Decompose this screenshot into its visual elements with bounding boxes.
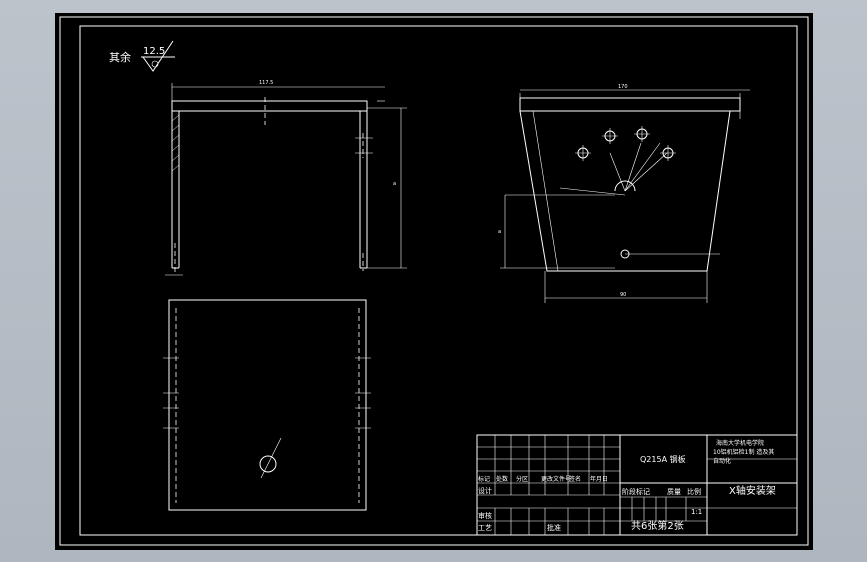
company-text: 海南大学机电学院 [716, 439, 764, 447]
scale-value: 1:1 [691, 508, 702, 516]
dim-right-left: a [498, 229, 501, 235]
roughness-value: 12.5 [143, 46, 165, 57]
label-zone: 分区 [516, 475, 528, 483]
roughness-circle [151, 60, 159, 68]
label-mark: 标记 [478, 475, 490, 483]
roughness-symbol [141, 40, 175, 72]
plan-view [163, 299, 371, 511]
label-doc: 更改文件号 [541, 475, 571, 483]
inner-border [79, 25, 798, 536]
dim-right-width: 170 [618, 84, 628, 90]
label-sign: 签名 [569, 475, 581, 483]
label-process: 工艺 [478, 524, 492, 532]
label-stage: 阶段标记 [622, 487, 650, 496]
side-view: 170 a [498, 84, 750, 303]
part-name: X轴安装架 [729, 484, 776, 497]
material-text: Q215A 钢板 [640, 454, 686, 464]
label-ratio: 比例 [687, 487, 701, 496]
label-date: 年月日 [590, 475, 608, 483]
dim-front-height: a [393, 181, 396, 187]
title-block [476, 434, 798, 536]
dim-right-bottom: 90 [620, 292, 626, 298]
label-count: 处数 [496, 475, 508, 483]
label-weight: 质量 [667, 487, 681, 496]
drawing-canvas[interactable]: 其余 12.5 117.5 [55, 13, 813, 550]
sheet-info: 共6张第2张 [631, 519, 684, 532]
project-line2: 自动化 [713, 457, 731, 465]
label-approve: 批准 [547, 523, 561, 532]
drawing-svg: 其余 12.5 117.5 [59, 16, 809, 546]
roughness-label: 其余 [109, 50, 131, 64]
outer-border [59, 16, 809, 546]
dim-top-width: 117.5 [259, 80, 273, 86]
front-view: 117.5 a [165, 80, 407, 276]
project-line1: 10铝机铝检1制 造及其 [713, 448, 774, 456]
label-design: 设计 [478, 486, 492, 495]
label-check: 审核 [478, 511, 492, 520]
